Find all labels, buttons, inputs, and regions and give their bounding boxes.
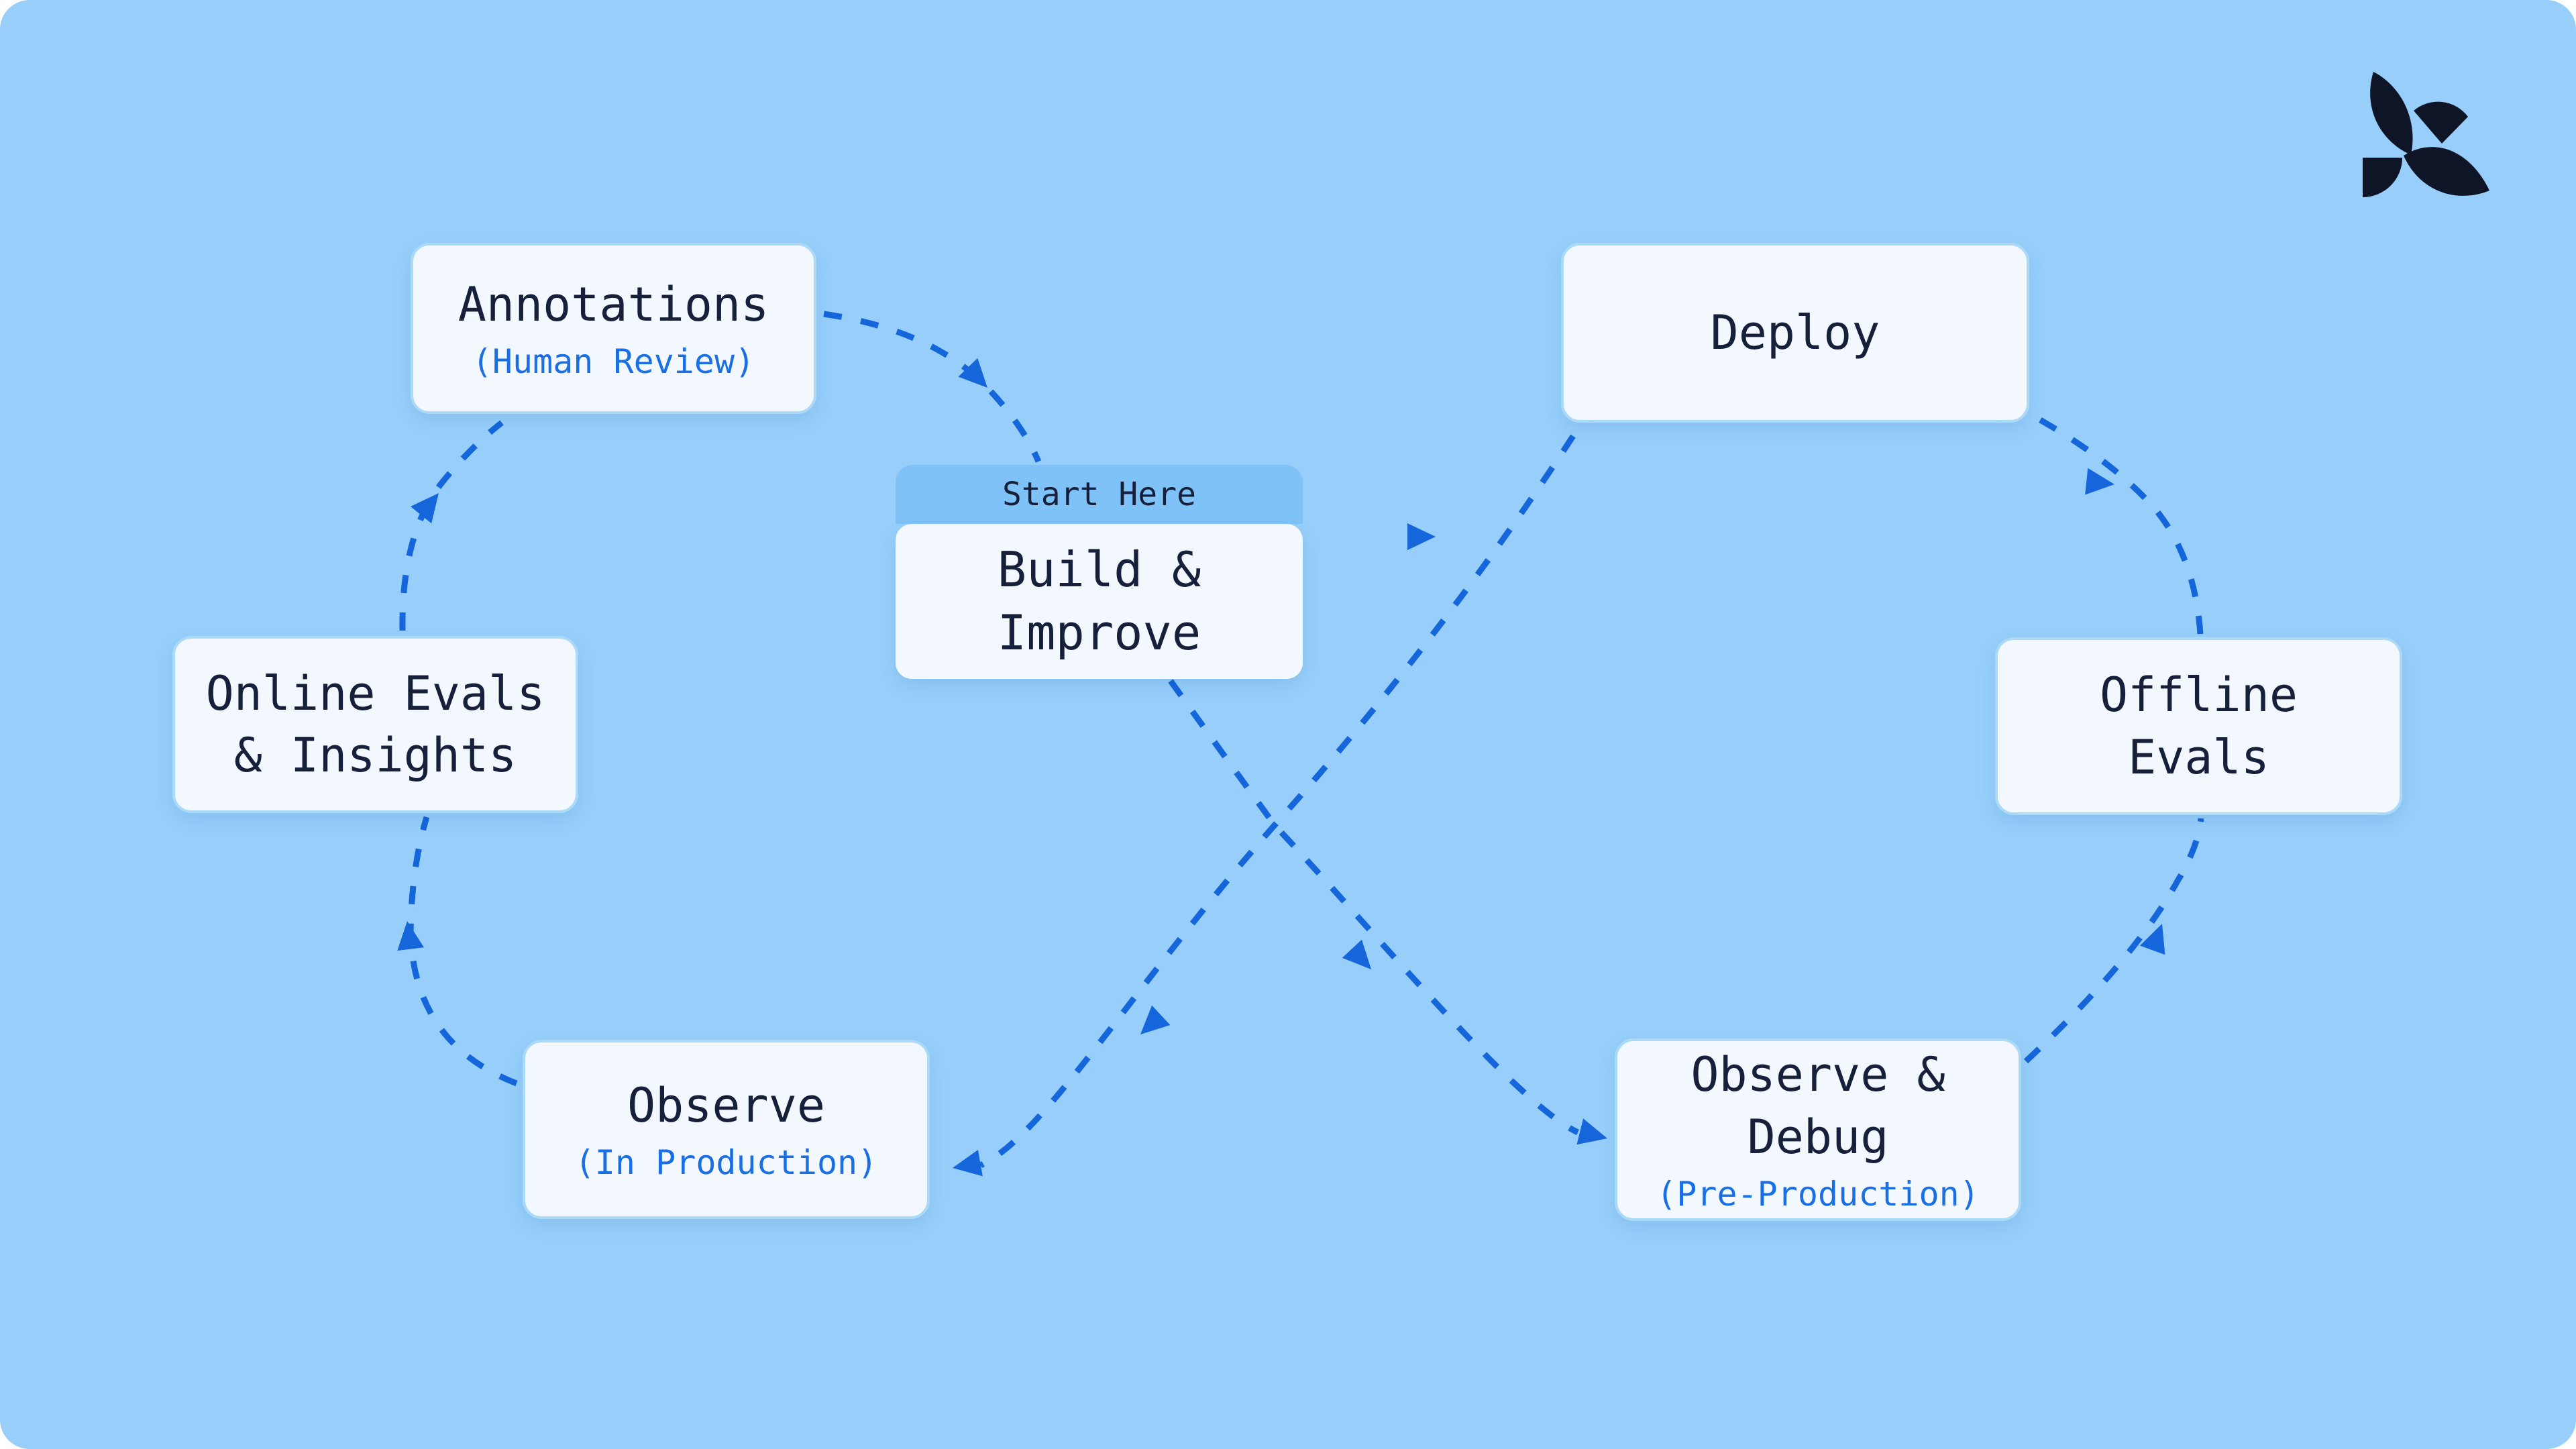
node-title: Annotations	[458, 277, 769, 333]
edge-observe-production-to-online-evals	[407, 816, 518, 1087]
start-here-tab: Start Here	[896, 465, 1303, 524]
node-title: Deploy	[1710, 305, 1880, 360]
node-annotations: Annotations (Human Review)	[411, 243, 816, 414]
arrowhead	[953, 1150, 983, 1177]
arrowhead	[1576, 1118, 1607, 1145]
node-observe-production: Observe (In Production)	[523, 1040, 930, 1219]
arrowhead	[2085, 468, 2114, 495]
node-title: Build & Improve	[997, 541, 1201, 661]
arrowhead	[1140, 1005, 1171, 1034]
edge-online-evals-to-annotations	[399, 420, 504, 631]
edge-deploy-to-observe-production	[979, 434, 1576, 1169]
node-subtitle: (In Production)	[574, 1143, 878, 1183]
arrowhead	[958, 358, 987, 388]
node-title: Online Evals & Insights	[205, 665, 545, 783]
edge-observe-debug-to-offline-evals	[2023, 818, 2204, 1064]
edge-offline-evals-to-deploy	[2036, 416, 2204, 635]
node-subtitle: (Human Review)	[472, 342, 755, 382]
node-title: Offline Evals	[2099, 667, 2298, 785]
arrowhead	[1342, 939, 1371, 969]
edge-annotations-to-build-improve	[823, 311, 1042, 463]
arrowhead	[397, 921, 424, 951]
node-deploy: Deploy	[1561, 243, 2029, 423]
arrowhead	[411, 493, 439, 524]
four-petal-leaf-logo-icon	[2363, 72, 2489, 197]
node-build-improve: Start Here Build & Improve	[896, 465, 1303, 679]
node-observe-debug: Observe & Debug (Pre-Production)	[1615, 1038, 2021, 1221]
node-subtitle: (Pre-Production)	[1656, 1175, 1980, 1214]
edge-build-improve-to-observe-debug	[1168, 679, 1579, 1136]
node-title: Observe & Debug	[1690, 1047, 1945, 1165]
node-online-evals: Online Evals & Insights	[172, 636, 578, 813]
arrowhead	[1407, 523, 1436, 550]
arrowhead	[2139, 924, 2165, 955]
node-offline-evals: Offline Evals	[1995, 637, 2402, 815]
node-title: Observe	[627, 1078, 825, 1134]
